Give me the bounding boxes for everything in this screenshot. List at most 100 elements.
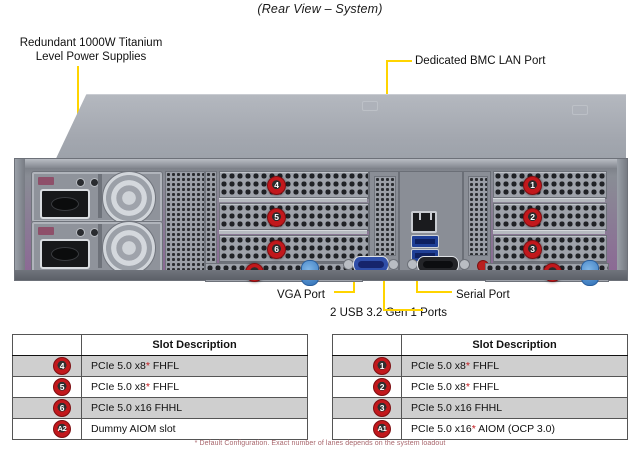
- pcie-slot-bracket-3: [493, 235, 607, 263]
- slot-desc-post: AIOM (OCP 3.0): [475, 423, 555, 435]
- slot-desc-star: *: [471, 423, 476, 435]
- slot-badge: A1: [373, 420, 391, 438]
- psu-1-fan: [102, 171, 156, 225]
- slot-badge: 4: [53, 357, 71, 375]
- server-chassis-rear-view: 4 5 6 A2 1 2 3: [14, 94, 628, 286]
- io-panel-right-block: [463, 171, 491, 273]
- table-header-row: Slot Description: [12, 334, 308, 356]
- leader-line-serial-vertical: [416, 272, 418, 292]
- slot-badge: 3: [373, 399, 391, 417]
- leader-line-vga-vertical: [353, 272, 355, 292]
- chassis-badge-1: 1: [523, 176, 542, 195]
- table-left-badge-cell-1: 4: [12, 355, 82, 377]
- table-left-header-description: Slot Description: [81, 334, 308, 356]
- power-supply-module-2: [31, 221, 163, 275]
- slot-desc-pre: PCIe 5.0 x8: [91, 360, 146, 372]
- slot-desc-star: *: [145, 381, 150, 393]
- table-row: 3 PCIe 5.0 x16 FHHL: [332, 397, 628, 419]
- table-right-desc-cell-1: PCIe 5.0 x8* FHFL: [401, 355, 628, 377]
- slot-divider-4-5: [219, 198, 367, 202]
- leader-line-bmc-horizontal: [386, 60, 412, 62]
- psu-1-label-tag: [38, 177, 54, 185]
- chassis-ear-right: [617, 159, 627, 280]
- power-supply-module-1: [31, 171, 163, 225]
- psu-2-status-led: [76, 228, 85, 237]
- pcie-slot-bracket-2: [493, 203, 607, 231]
- slot-desc-pre: PCIe 5.0 x8: [411, 381, 466, 393]
- slot-badge: 2: [373, 378, 391, 396]
- slot-desc-star: *: [465, 381, 470, 393]
- slot-badge: 1: [373, 357, 391, 375]
- callout-bmc-lan: Dedicated BMC LAN Port: [415, 55, 546, 67]
- callout-vga-port: VGA Port: [277, 289, 325, 301]
- io-panel-left-vent: [374, 176, 396, 256]
- table-right-badge-cell-2: 2: [332, 376, 402, 398]
- table-right-header-blank: [332, 334, 402, 356]
- slot-desc-pre: PCIe 5.0 x16: [411, 402, 472, 414]
- usb-port-upper[interactable]: [411, 235, 439, 248]
- table-row: 6 PCIe 5.0 x16 FHHL: [12, 397, 308, 419]
- figure-title: (Rear View – System): [257, 2, 383, 16]
- table-right-desc-cell-3: PCIe 5.0 x16 FHHL: [401, 397, 628, 419]
- lid-screw-right-icon: [572, 105, 588, 115]
- bmc-lan-port[interactable]: [411, 211, 437, 233]
- slot-desc-post: FHFL: [149, 360, 180, 372]
- leader-line-usb-vertical: [383, 272, 385, 310]
- table-row: 4 PCIe 5.0 x8* FHFL: [12, 355, 308, 377]
- slot-description-table-left: Slot Description 4 PCIe 5.0 x8* FHFL 5 P…: [12, 334, 308, 440]
- pcie-slot-bracket-1: [493, 171, 607, 199]
- psu-2-grille: [98, 224, 102, 268]
- slot-badge: 5: [53, 378, 71, 396]
- slot-desc-post: FHHL: [151, 402, 183, 414]
- vga-screwpost-right: [388, 259, 399, 270]
- chassis-badge-2: 2: [523, 208, 542, 227]
- leader-line-usb-horizontal: [383, 309, 423, 311]
- serial-screwpost-right: [459, 259, 470, 270]
- lid-screw-left-icon: [362, 101, 378, 111]
- leader-line-serial-horizontal: [416, 291, 452, 293]
- slot-desc-pre: PCIe 5.0 x8: [411, 360, 466, 372]
- chassis-bottom-rail: [15, 270, 627, 280]
- table-right-desc-cell-4: PCIe 5.0 x16* AIOM (OCP 3.0): [401, 418, 628, 440]
- table-row: 5 PCIe 5.0 x8* FHFL: [12, 376, 308, 398]
- chassis-top-lid: [52, 94, 626, 167]
- psu-1-grille: [98, 174, 102, 218]
- table-left-desc-cell-1: PCIe 5.0 x8* FHFL: [81, 355, 308, 377]
- psu-2-fan: [102, 221, 156, 275]
- slot-badge: 6: [53, 399, 71, 417]
- slot-desc-star: *: [465, 360, 470, 372]
- psu-1-status-led: [76, 178, 85, 187]
- chassis-badge-4: 4: [267, 176, 286, 195]
- table-footnote: * Default Configuration. Exact number of…: [194, 440, 446, 447]
- table-row: A1 PCIe 5.0 x16* AIOM (OCP 3.0): [332, 418, 628, 440]
- callout-power-supplies-line2: Level Power Supplies: [35, 51, 147, 64]
- callout-power-supplies-line1: Redundant 1000W Titanium: [19, 37, 163, 49]
- table-row: 1 PCIe 5.0 x8* FHFL: [332, 355, 628, 377]
- pcie-slot-bracket-4: [219, 171, 369, 199]
- table-right-header-description: Slot Description: [401, 334, 628, 356]
- table-left-header-blank: [12, 334, 82, 356]
- chassis-badge-6: 6: [267, 240, 286, 259]
- psu-2-label-tag: [38, 227, 54, 235]
- table-left-badge-cell-2: 5: [12, 376, 82, 398]
- table-row: A2 Dummy AIOM slot: [12, 418, 308, 440]
- slot-desc-pre: PCIe 5.0 x16: [411, 423, 472, 435]
- slot-divider-5-6: [219, 230, 367, 234]
- callout-serial-port: Serial Port: [456, 289, 510, 301]
- slot-desc-post: FHFL: [469, 360, 500, 372]
- table-right-badge-cell-4: A1: [332, 418, 402, 440]
- chassis-badge-5: 5: [267, 208, 286, 227]
- pcie-slot-bracket-6: [219, 235, 369, 263]
- slot-desc-pre: PCIe 5.0 x16: [91, 402, 152, 414]
- slot-description-table-right: Slot Description 1 PCIe 5.0 x8* FHFL 2 P…: [332, 334, 628, 440]
- psu-1-ac-inlet: [40, 189, 90, 219]
- slot-desc-post: FHFL: [149, 381, 180, 393]
- table-left-badge-cell-3: 6: [12, 397, 82, 419]
- slot-divider-1-2: [493, 198, 605, 202]
- slot-badge: A2: [53, 420, 71, 438]
- chassis-rear-face: 4 5 6 A2 1 2 3: [14, 158, 628, 286]
- table-right-badge-cell-1: 1: [332, 355, 402, 377]
- leader-line-vga-horizontal: [334, 291, 355, 293]
- pcie-slot-bracket-5: [219, 203, 369, 231]
- table-left-desc-cell-3: PCIe 5.0 x16 FHHL: [81, 397, 308, 419]
